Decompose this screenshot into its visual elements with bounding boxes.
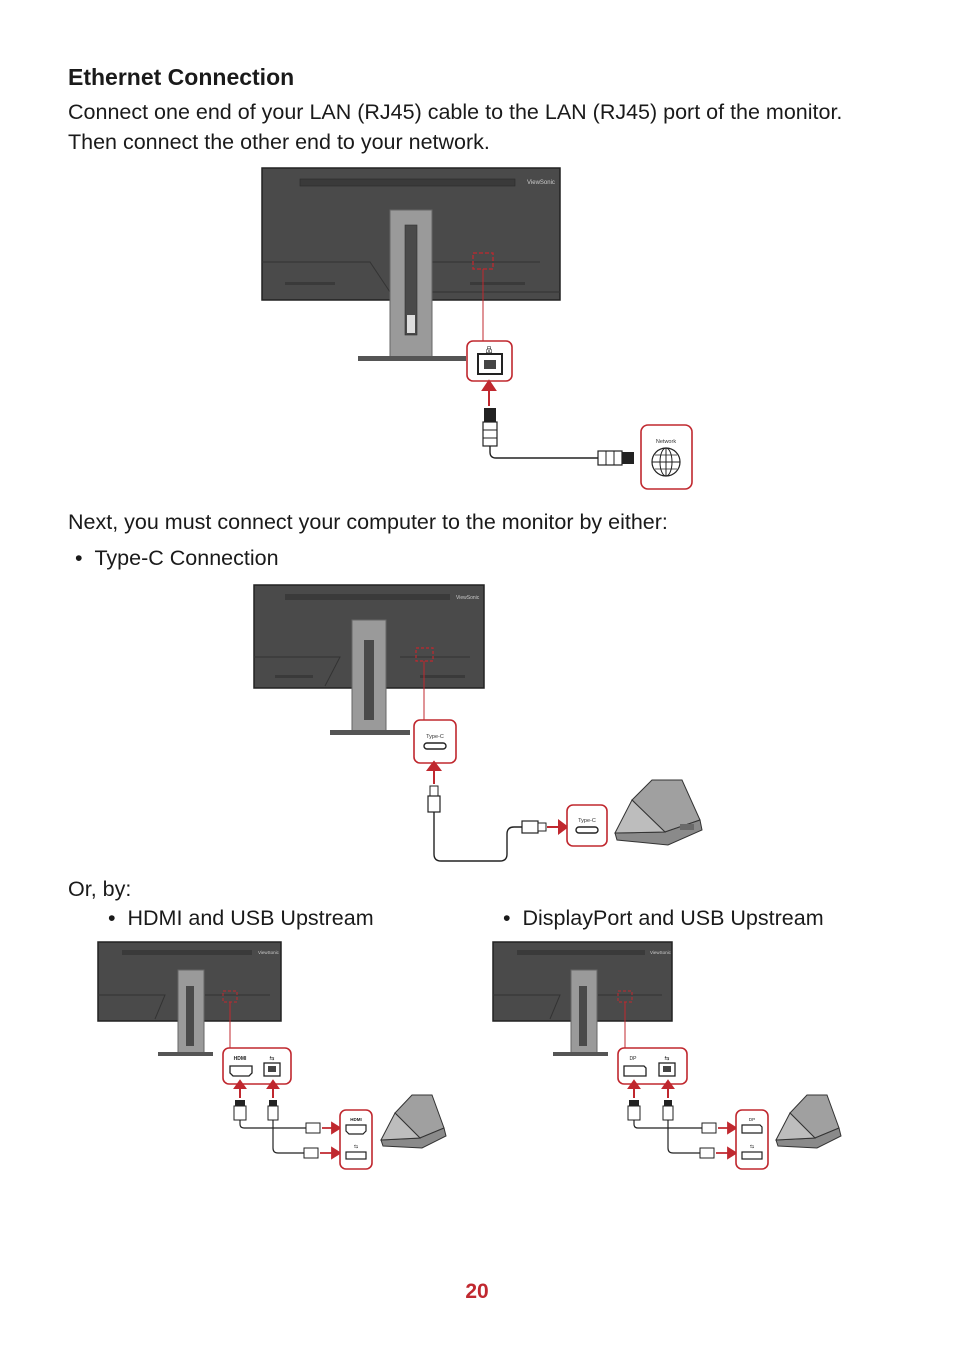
laptop-ports-callout: ⇆ — [339, 1109, 373, 1170]
usb-b-plug — [662, 1100, 674, 1121]
arrow-up-icon — [266, 1079, 280, 1098]
svg-text:⇆: ⇆ — [664, 1055, 669, 1062]
arrow-up-icon — [426, 760, 442, 784]
dp-usb-port-callout: ⇆ — [617, 1047, 688, 1085]
dp-port-label: DP — [630, 1056, 638, 1062]
arrow-up-icon — [627, 1079, 641, 1098]
page-number: 20 — [465, 1280, 489, 1303]
laptop-icon — [775, 1094, 842, 1149]
arrow-up-icon — [481, 379, 497, 406]
svg-text:⇆: ⇆ — [269, 1055, 274, 1062]
hdmi-cable — [239, 1120, 306, 1129]
svg-text:品: 品 — [486, 346, 493, 354]
monitor-stand — [553, 969, 608, 1056]
svg-text:⇆: ⇆ — [354, 1144, 358, 1150]
lan-cable — [489, 446, 598, 459]
rj45-plug-network-end — [597, 450, 634, 466]
typec-laptop-label: Type-C — [578, 818, 596, 824]
rj45-plug — [482, 408, 498, 447]
monitor-stand — [330, 619, 410, 735]
brand-logo-2: ViewSonic — [456, 595, 480, 601]
laptop-icon — [614, 779, 703, 846]
hdmi-port-label: HDMI — [234, 1056, 247, 1062]
network-label: Network — [656, 439, 676, 445]
section-heading: Ethernet Connection — [68, 64, 295, 90]
arrow-up-icon — [233, 1079, 247, 1098]
instruction-line-1: Connect one end of your LAN (RJ45) cable… — [68, 100, 843, 124]
usb-a-plug — [303, 1147, 319, 1159]
hdmi-plug-laptop-end — [305, 1122, 321, 1134]
svg-text:⇆: ⇆ — [750, 1144, 754, 1150]
typec-plug-laptop-end — [521, 820, 547, 834]
laptop-ports-callout: ⇆ — [735, 1109, 769, 1170]
bullet-hdmi-label: HDMI and USB Upstream — [127, 906, 374, 930]
arrow-right-icon — [547, 819, 569, 835]
bullet-dp-label: DisplayPort and USB Upstream — [522, 906, 824, 930]
arrow-right-icon — [320, 1146, 342, 1160]
typec-cable — [433, 812, 522, 862]
typec-monitor-label: Type-C — [426, 734, 444, 740]
brand-logo-4: ViewSonic — [650, 950, 672, 955]
bullet-typec: • Type-C Connection — [75, 546, 279, 570]
laptop-icon — [380, 1094, 447, 1149]
usb-a-plug — [699, 1147, 715, 1159]
bullet-typec-label: Type-C Connection — [94, 546, 279, 570]
typec-laptop-port-callout — [566, 804, 608, 847]
brand-logo-1: ViewSonic — [527, 180, 555, 186]
usb-cable — [667, 1120, 700, 1154]
dp-cable — [633, 1120, 702, 1129]
dp-plug-laptop-end — [701, 1122, 717, 1134]
usb-cable — [272, 1120, 304, 1154]
lan-port-callout: 品 — [466, 340, 513, 382]
monitor-stand — [358, 209, 466, 361]
arrow-right-icon — [322, 1121, 342, 1135]
bullet-dp: • DisplayPort and USB Upstream — [503, 906, 824, 930]
arrow-right-icon — [716, 1146, 738, 1160]
arrow-up-icon — [661, 1079, 675, 1098]
hdmi-laptop-label: HDMI — [350, 1117, 362, 1122]
bullet-hdmi: • HDMI and USB Upstream — [108, 906, 374, 930]
dp-laptop-label: DP — [749, 1117, 755, 1122]
monitor-stand — [158, 969, 213, 1056]
instruction-line-2: Then connect the other end to your netwo… — [68, 130, 490, 154]
brand-logo-3: ViewSonic — [258, 950, 280, 955]
next-text: Next, you must connect your computer to … — [68, 510, 668, 534]
typec-port-callout — [413, 719, 457, 764]
arrow-right-icon — [718, 1121, 738, 1135]
network-callout — [640, 424, 693, 490]
dp-plug — [627, 1100, 641, 1121]
or-text: Or, by: — [68, 877, 132, 901]
hdmi-usb-port-callout: ⇆ — [222, 1047, 292, 1085]
